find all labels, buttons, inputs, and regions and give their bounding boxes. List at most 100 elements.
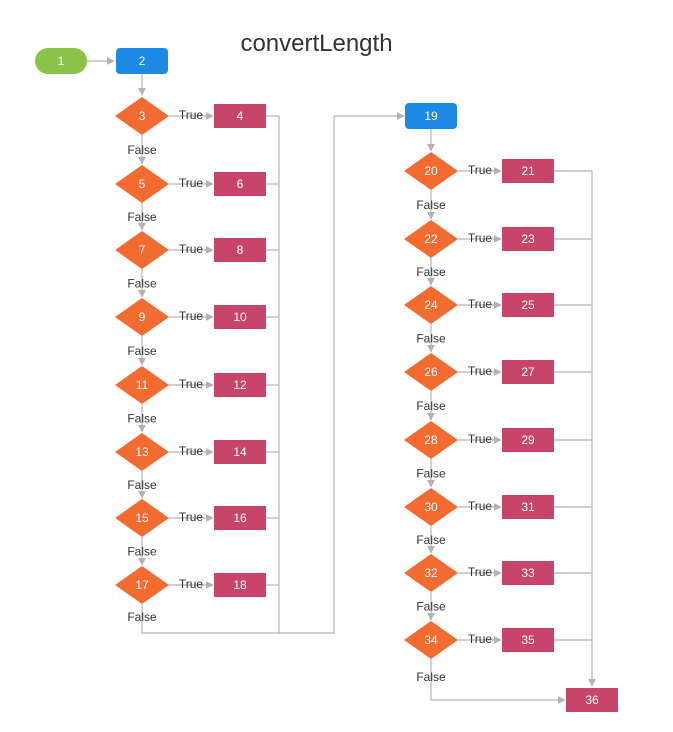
node-34-decision[interactable]: 34 (404, 621, 458, 659)
node-20-decision[interactable]: 20 (404, 152, 458, 190)
node-19-process[interactable]: 19 (405, 103, 457, 129)
decision-diamond-shape (115, 566, 169, 604)
action-box-shape (502, 293, 554, 317)
edge-label-true-22: True (468, 231, 493, 245)
node-33-action[interactable]: 33 (502, 561, 554, 585)
node-18-action[interactable]: 18 (214, 573, 266, 597)
node-label: 12 (233, 378, 247, 392)
decision-diamond-shape (404, 554, 458, 592)
node-label: 28 (424, 433, 438, 447)
node-label: 14 (233, 445, 247, 459)
edge-label-false-34: False (416, 670, 446, 684)
node-4-action[interactable]: 4 (214, 104, 266, 128)
node-14-action[interactable]: 14 (214, 440, 266, 464)
node-label: 36 (585, 693, 599, 707)
action-box-shape (566, 688, 618, 712)
node-label: 29 (521, 433, 535, 447)
node-17-decision[interactable]: 17 (115, 566, 169, 604)
node-15-decision[interactable]: 15 (115, 499, 169, 537)
decision-diamond-shape (115, 298, 169, 336)
node-5-decision[interactable]: 5 (115, 165, 169, 203)
node-13-decision[interactable]: 13 (115, 433, 169, 471)
node-label: 19 (424, 109, 438, 123)
node-label: 32 (424, 566, 438, 580)
diagram-title: convertLength (240, 30, 393, 57)
edge-label-true-17: True (179, 577, 204, 591)
node-label: 16 (233, 511, 247, 525)
node-label: 21 (521, 164, 535, 178)
edge-label-false-32: False (416, 600, 446, 614)
decision-diamond-shape (404, 353, 458, 391)
node-label: 9 (139, 310, 146, 324)
edge-34-36 (430, 659, 566, 704)
edge-label-true-11: True (179, 377, 204, 391)
node-label: 6 (237, 177, 244, 191)
node-12-action[interactable]: 12 (214, 373, 266, 397)
decision-diamond-shape (404, 286, 458, 324)
node-label: 30 (424, 500, 438, 514)
node-label: 13 (135, 445, 149, 459)
edge-label-false-15: False (127, 545, 157, 559)
node-26-decision[interactable]: 26 (404, 353, 458, 391)
node-label: 23 (521, 232, 535, 246)
decision-diamond-shape (404, 488, 458, 526)
node-label: 2 (139, 54, 146, 68)
node-23-action[interactable]: 23 (502, 227, 554, 251)
edge-label-false-26: False (416, 399, 446, 413)
decision-diamond-shape (404, 220, 458, 258)
node-25-action[interactable]: 25 (502, 293, 554, 317)
node-3-decision[interactable]: 3 (115, 97, 169, 135)
edge-label-false-11: False (127, 412, 157, 426)
node-32-decision[interactable]: 32 (404, 554, 458, 592)
node-label: 34 (424, 633, 438, 647)
node-label: 7 (139, 243, 146, 257)
decision-diamond-shape (115, 366, 169, 404)
node-2-process[interactable]: 2 (116, 48, 168, 74)
node-21-action[interactable]: 21 (502, 159, 554, 183)
node-27-action[interactable]: 27 (502, 360, 554, 384)
decision-diamond-shape (115, 499, 169, 537)
process-box-shape (405, 103, 457, 129)
node-30-decision[interactable]: 30 (404, 488, 458, 526)
node-24-decision[interactable]: 24 (404, 286, 458, 324)
node-31-action[interactable]: 31 (502, 495, 554, 519)
edge-label-true-15: True (179, 510, 204, 524)
action-box-shape (214, 440, 266, 464)
node-35-action[interactable]: 35 (502, 628, 554, 652)
edge-label-true-13: True (179, 444, 204, 458)
node-label: 22 (424, 232, 438, 246)
node-11-decision[interactable]: 11 (115, 366, 169, 404)
node-label: 1 (58, 54, 65, 68)
node-6-action[interactable]: 6 (214, 172, 266, 196)
action-box-shape (502, 428, 554, 452)
node-9-decision[interactable]: 9 (115, 298, 169, 336)
edge-label-true-3: True (179, 108, 204, 122)
node-7-decision[interactable]: 7 (115, 231, 169, 269)
node-28-decision[interactable]: 28 (404, 421, 458, 459)
decision-diamond-shape (404, 621, 458, 659)
action-box-shape (214, 172, 266, 196)
edge-17-19-path (141, 604, 279, 634)
node-16-action[interactable]: 16 (214, 506, 266, 530)
node-29-action[interactable]: 29 (502, 428, 554, 452)
process-box-shape (116, 48, 168, 74)
node-22-decision[interactable]: 22 (404, 220, 458, 258)
node-label: 26 (424, 365, 438, 379)
edge-labels-layer: TrueFalseTrueFalseTrueFalseTrueFalseTrue… (127, 108, 492, 684)
edge-label-false-9: False (127, 344, 157, 358)
node-8-action[interactable]: 8 (214, 238, 266, 262)
edge-label-true-7: True (179, 242, 204, 256)
node-10-action[interactable]: 10 (214, 305, 266, 329)
action-box-shape (502, 159, 554, 183)
node-36-action[interactable]: 36 (566, 688, 618, 712)
decision-diamond-shape (115, 165, 169, 203)
decision-diamond-shape (404, 152, 458, 190)
action-box-shape (214, 305, 266, 329)
node-1-start[interactable]: 1 (35, 48, 87, 74)
action-box-shape (502, 360, 554, 384)
edge-label-false-7: False (127, 277, 157, 291)
node-label: 8 (237, 243, 244, 257)
edge-label-true-5: True (179, 176, 204, 190)
